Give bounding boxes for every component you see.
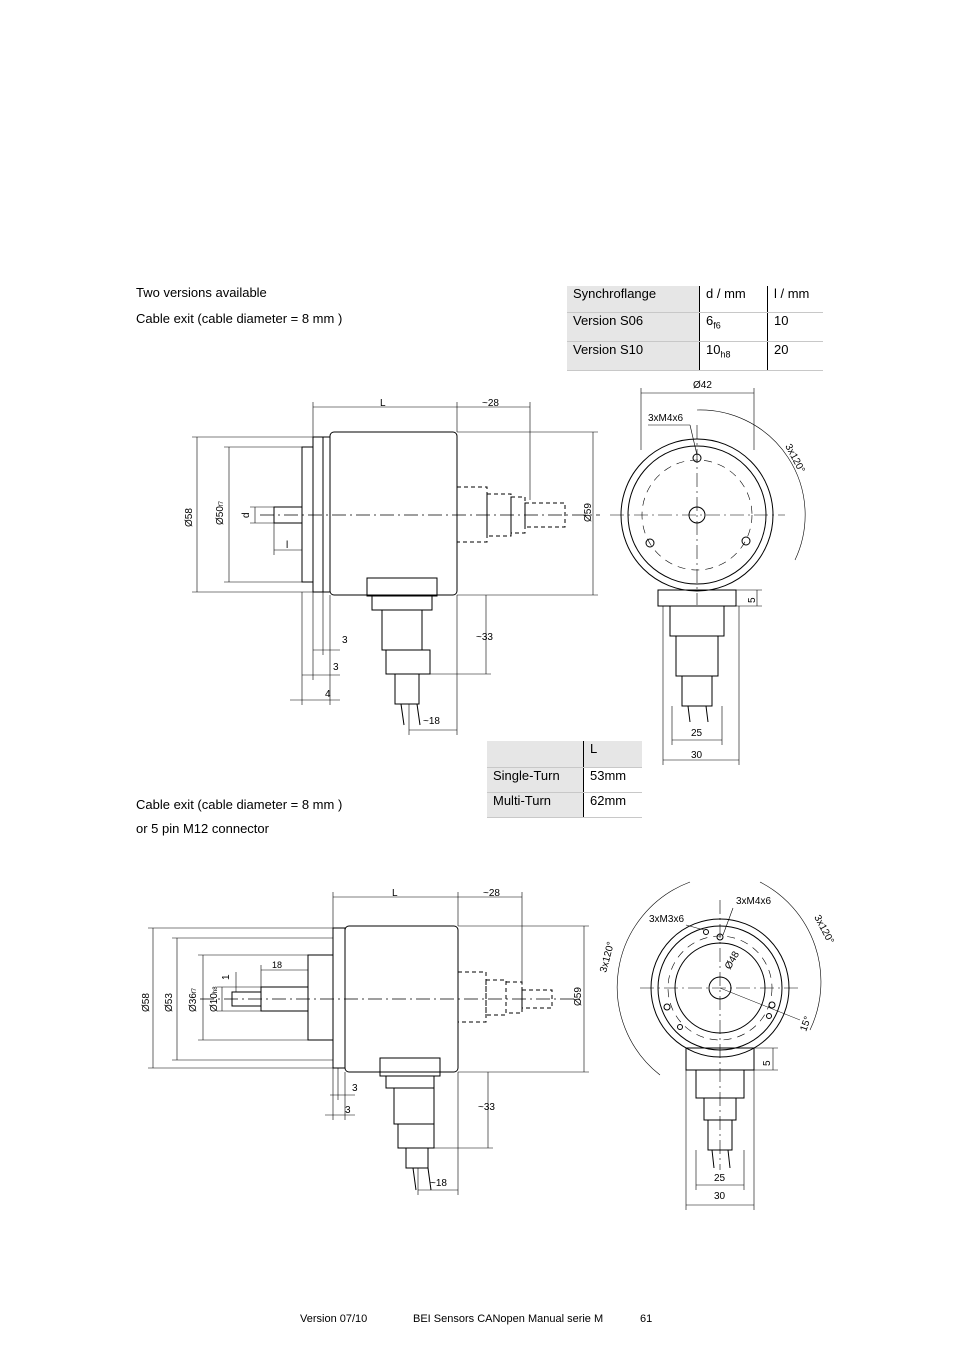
drawing2-side-view xyxy=(148,892,589,1195)
dim-label: l xyxy=(286,540,288,551)
drawing1-front-view xyxy=(610,388,806,765)
length-row-value: 53mm xyxy=(583,767,642,793)
dim-label: ~33 xyxy=(478,1102,495,1113)
section1-line2: Cable exit (cable diameter = 8 mm ) xyxy=(136,311,343,326)
dim-label: Ø53 xyxy=(164,993,175,1012)
dim-label: Ø59 xyxy=(583,503,594,522)
dim-label: 3x120° xyxy=(811,913,835,946)
dim-label: 30 xyxy=(714,1191,726,1202)
dim-label: ~18 xyxy=(423,716,440,727)
table-row: Version S10 10h8 20 xyxy=(567,341,823,371)
table-row: Multi-Turn 62mm xyxy=(487,792,642,818)
flange-row-d: 10h8 xyxy=(699,341,768,371)
section2-line2: or 5 pin M12 connector xyxy=(136,821,269,836)
footer-version: Version 07/10 xyxy=(300,1313,368,1325)
dim-label: Ø58 xyxy=(141,993,152,1012)
dim-label: ~18 xyxy=(430,1178,447,1189)
section2-line1: Cable exit (cable diameter = 8 mm ) xyxy=(136,797,343,812)
dim-label: 5 xyxy=(747,597,758,603)
dim-label: 3x120° xyxy=(598,941,617,974)
dim-label: Ø59 xyxy=(573,987,584,1006)
flange-header-l: l / mm xyxy=(767,286,823,313)
flange-table: Synchroflange d / mm l / mm Version S06 … xyxy=(567,286,823,371)
dim-label: 15° xyxy=(798,1015,814,1033)
table-row: Single-Turn 53mm xyxy=(487,767,642,793)
dim-label: Ø10h8 xyxy=(209,986,220,1012)
length-header-blank xyxy=(487,741,584,768)
dim-label: 3xM3x6 xyxy=(649,914,684,925)
drawing2-front-view xyxy=(616,881,822,1210)
footer-page-number: 61 xyxy=(640,1313,653,1325)
flange-row-l: 10 xyxy=(767,312,823,342)
dim-label: 5 xyxy=(762,1060,773,1066)
dim-label: 18 xyxy=(272,960,282,970)
dim-label: 30 xyxy=(691,750,703,761)
dim-label: 3xM4x6 xyxy=(736,896,771,907)
dim-label: Ø42 xyxy=(693,380,712,391)
dim-label: 25 xyxy=(714,1173,726,1184)
dim-label: ~33 xyxy=(476,632,493,643)
drawing1-side-view xyxy=(192,402,600,735)
dim-label: Ø48 xyxy=(723,949,742,971)
dim-label: 3x120° xyxy=(782,442,806,475)
flange-row-name: Version S06 xyxy=(567,312,700,342)
table-row: Version S06 6f6 10 xyxy=(567,312,823,342)
dim-label: 3 xyxy=(352,1083,358,1094)
dim-label: L xyxy=(392,888,398,899)
length-row-name: Multi-Turn xyxy=(487,792,584,818)
dim-label: 3 xyxy=(333,662,339,673)
flange-header-d: d / mm xyxy=(699,286,768,313)
dim-label: L xyxy=(380,398,386,409)
dim-label: 4 xyxy=(325,689,331,700)
flange-row-l: 20 xyxy=(767,341,823,371)
footer-manual: BEI Sensors CANopen Manual serie M xyxy=(413,1313,604,1325)
length-row-value: 62mm xyxy=(583,792,642,818)
dim-label: ~28 xyxy=(483,888,500,899)
dim-label: d xyxy=(241,512,252,518)
dim-label: Ø50f7 xyxy=(215,500,226,525)
flange-row-name: Version S10 xyxy=(567,341,700,371)
dim-label: 25 xyxy=(691,728,703,739)
dim-label: 1 xyxy=(221,974,232,980)
section1-line1: Two versions available xyxy=(136,285,267,300)
dim-label: Ø58 xyxy=(184,508,195,527)
dim-label: 3 xyxy=(342,635,348,646)
flange-header-name: Synchroflange xyxy=(567,286,700,313)
dim-label: 3xM4x6 xyxy=(648,413,683,424)
dim-label: 3 xyxy=(345,1105,351,1116)
dim-label: ~28 xyxy=(482,398,499,409)
dim-label: Ø36f7 xyxy=(188,987,199,1012)
length-row-name: Single-Turn xyxy=(487,767,584,793)
length-header: L xyxy=(583,741,642,768)
length-table: L Single-Turn 53mm Multi-Turn 62mm xyxy=(487,741,642,818)
flange-row-d: 6f6 xyxy=(699,312,768,342)
